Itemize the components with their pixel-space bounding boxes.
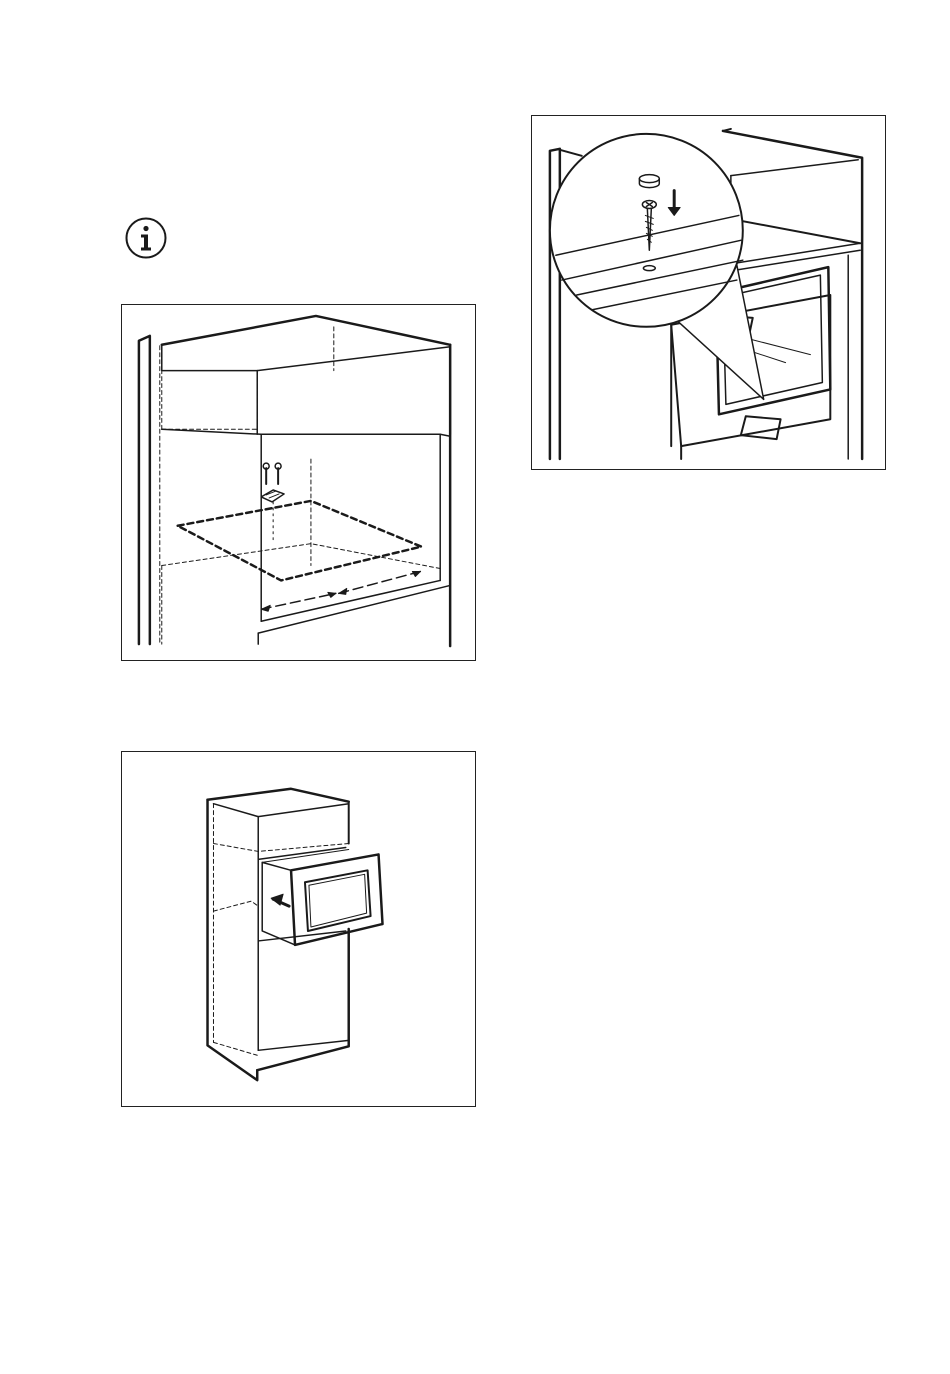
info-icon (125, 217, 167, 259)
appliance-insertion-illustration (121, 751, 476, 1107)
screw-fixing-detail-illustration (531, 115, 886, 470)
cabinet-floor-fixing-illustration (121, 304, 476, 661)
